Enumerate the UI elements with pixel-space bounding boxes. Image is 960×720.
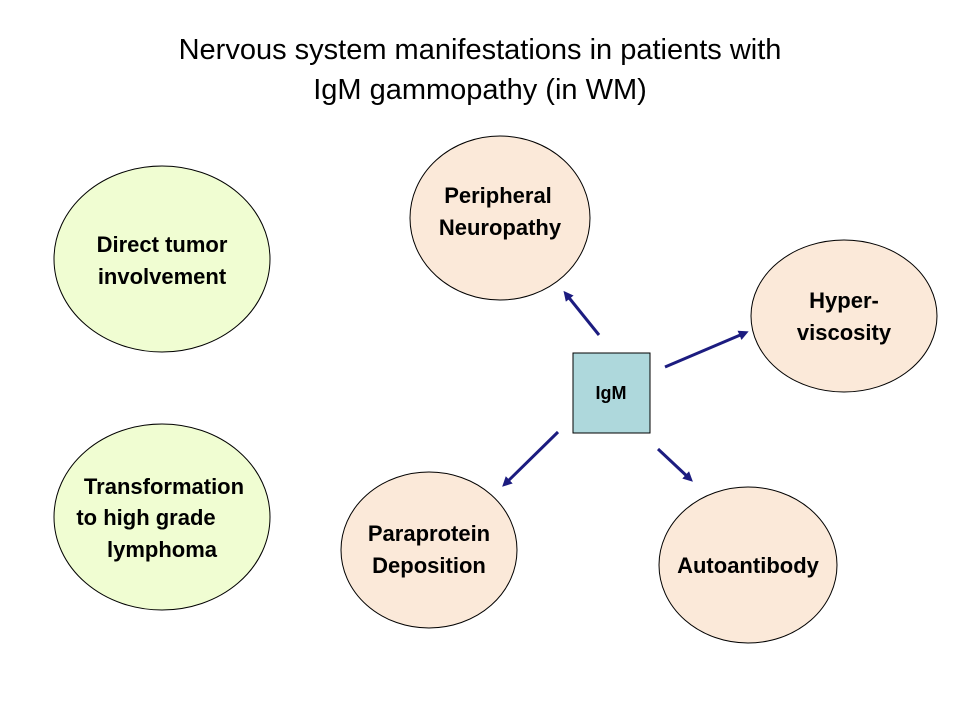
hyperviscosity-node: Hyper- viscosity bbox=[750, 239, 938, 393]
arrow-to-peripheral-neuropathy bbox=[563, 290, 601, 336]
transformation-ellipse bbox=[53, 423, 271, 611]
direct-tumor-node: Direct tumor involvement bbox=[53, 165, 271, 353]
peripheral-neuropathy-node: Peripheral Neuropathy bbox=[409, 135, 591, 301]
peripheral-neuropathy-label-line2: Neuropathy bbox=[439, 215, 562, 240]
direct-tumor-label-line1: Direct tumor bbox=[97, 232, 228, 257]
arrow-to-hyperviscosity bbox=[664, 330, 749, 369]
paraprotein-deposition-label-line1: Paraprotein bbox=[368, 521, 490, 546]
paraprotein-deposition-label-line2: Deposition bbox=[372, 553, 486, 578]
transformation-label-line2: to high grade bbox=[76, 505, 215, 530]
title-line-2: IgM gammopathy (in WM) bbox=[313, 74, 647, 106]
hyperviscosity-label-line1: Hyper- bbox=[809, 288, 879, 313]
title-line-1: Nervous system manifestations in patient… bbox=[178, 34, 782, 66]
igm-box: IgM bbox=[572, 352, 651, 434]
autoantibody-label: Autoantibody bbox=[677, 553, 820, 578]
hyperviscosity-label-line2: viscosity bbox=[797, 320, 892, 345]
autoantibody-ellipse bbox=[658, 486, 838, 644]
transformation-node: Transformation to high grade lymphoma bbox=[53, 423, 271, 611]
igm-box-rect bbox=[572, 352, 651, 434]
direct-tumor-ellipse bbox=[53, 165, 271, 353]
peripheral-neuropathy-label-line1: Peripheral bbox=[444, 183, 552, 208]
transformation-label-line3: lymphoma bbox=[107, 537, 218, 562]
slide-title: Nervous system manifestations in patient… bbox=[0, 30, 960, 110]
autoantibody-node: Autoantibody bbox=[658, 486, 838, 644]
arrow-to-autoantibody bbox=[656, 447, 693, 482]
igm-box-label: IgM bbox=[596, 383, 627, 403]
paraprotein-deposition-node: Paraprotein Deposition bbox=[340, 471, 518, 629]
peripheral-neuropathy-ellipse bbox=[409, 135, 591, 301]
paraprotein-deposition-ellipse bbox=[340, 471, 518, 629]
transformation-label-line1: Transformation bbox=[84, 474, 244, 499]
hyperviscosity-ellipse bbox=[750, 239, 938, 393]
direct-tumor-label-line2: involvement bbox=[98, 264, 227, 289]
arrow-to-paraprotein-deposition bbox=[502, 430, 560, 487]
